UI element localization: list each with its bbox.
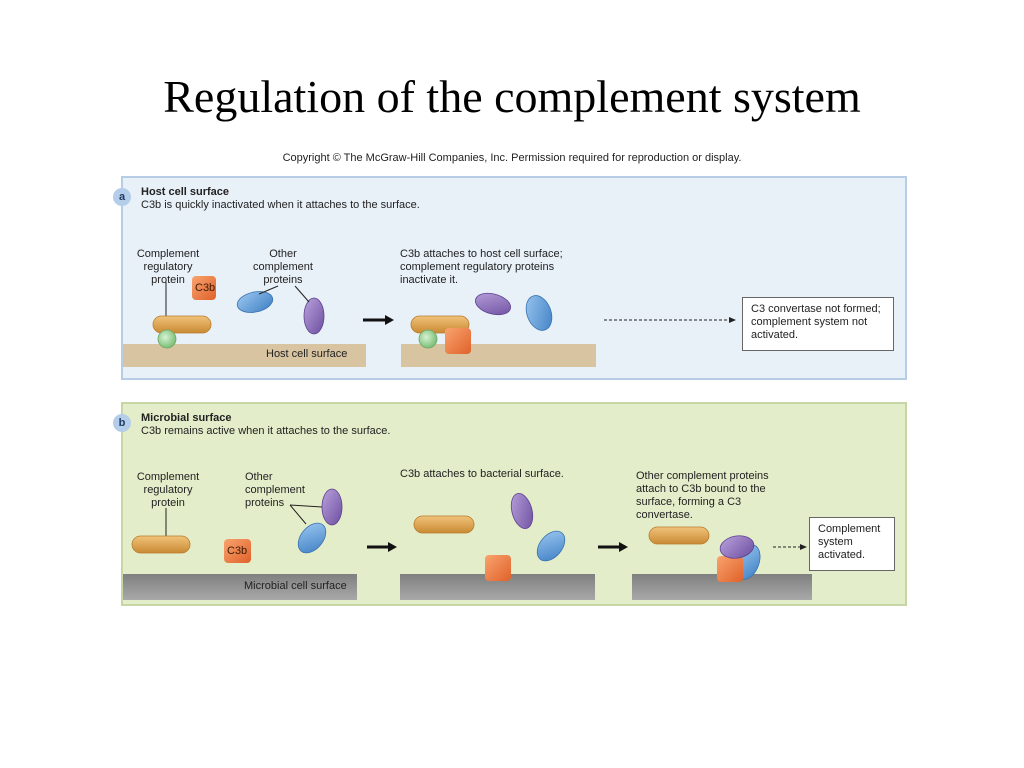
pointer-line [289,504,323,508]
panel-a-illustration [123,276,736,367]
label-other-complement-proteins: Other complement proteins [253,248,313,286]
step2-caption: C3b attaches to bacterial surface. [400,468,564,480]
blue-protein-shape [536,530,566,562]
pointer-line [289,504,307,525]
panel-b-badge: b [113,414,131,432]
result-box-not-activated: C3 convertase not formed; complement sys… [742,297,894,351]
purple-protein-shape [475,292,511,316]
green-protein-shape [418,329,438,349]
regulatory-protein-shape [413,515,475,534]
pointer-line [258,285,279,295]
regulatory-protein-shape [152,315,212,334]
panel-a-badge: a [113,188,131,206]
host-surface-1 [123,344,366,367]
c3b-shape [224,539,251,563]
panel-a-heading: Host cell surface [141,186,230,198]
purple-protein-shape [321,488,343,526]
arrow-icon [388,542,397,552]
microbial-surface-label: Microbial cell surface [244,580,347,592]
host-surface-label: Host cell surface [266,348,348,360]
regulatory-protein-shape [648,526,710,545]
panel-a-subheading: C3b is quickly inactivated when it attac… [141,199,420,211]
slide-title: Regulation of the complement system [163,71,861,122]
panel-b-heading: Microbial surface [141,412,232,424]
panel-b-subheading: C3b remains active when it attaches to t… [141,425,391,437]
regulatory-protein-shape [131,535,191,554]
c3b-shape [485,555,511,581]
pointer-line [294,285,310,303]
blue-protein-shape [525,295,553,331]
step3-caption: Other complement proteins attach to C3b … [636,470,769,521]
label-regulatory-protein: Complement regulatory protein [136,248,200,286]
panel-b-illustration [123,488,812,600]
c3b-shape [192,276,216,300]
step2-caption: C3b attaches to host cell surface; compl… [400,248,563,286]
label-regulatory-protein: Complement regulatory protein [136,471,200,509]
arrow-icon [385,315,394,325]
purple-protein-shape [303,297,325,335]
dashed-arrow-icon [800,544,807,550]
c3b-shape [445,328,471,354]
purple-protein-shape [719,535,755,559]
purple-protein-shape [510,493,534,529]
arrow-icon [619,542,628,552]
microbial-surface-1 [123,574,357,600]
blue-protein-shape [297,522,327,554]
label-other-complement-proteins: Other complement proteins [245,471,305,509]
dashed-arrow-icon [729,317,736,323]
panel-host-cell-surface: a Host cell surface C3b is quickly inact… [113,176,907,380]
c3b-label: C3b [227,545,248,557]
blue-protein-shape [236,291,274,313]
green-protein-shape [157,329,177,349]
c3b-label: C3b [195,282,216,294]
copyright-notice: Copyright © The McGraw-Hill Companies, I… [282,152,742,164]
result-box-activated: Complement system activated. [809,517,895,571]
c3b-shape [717,556,743,582]
panel-microbial-surface: b Microbial surface C3b remains active w… [113,402,907,606]
